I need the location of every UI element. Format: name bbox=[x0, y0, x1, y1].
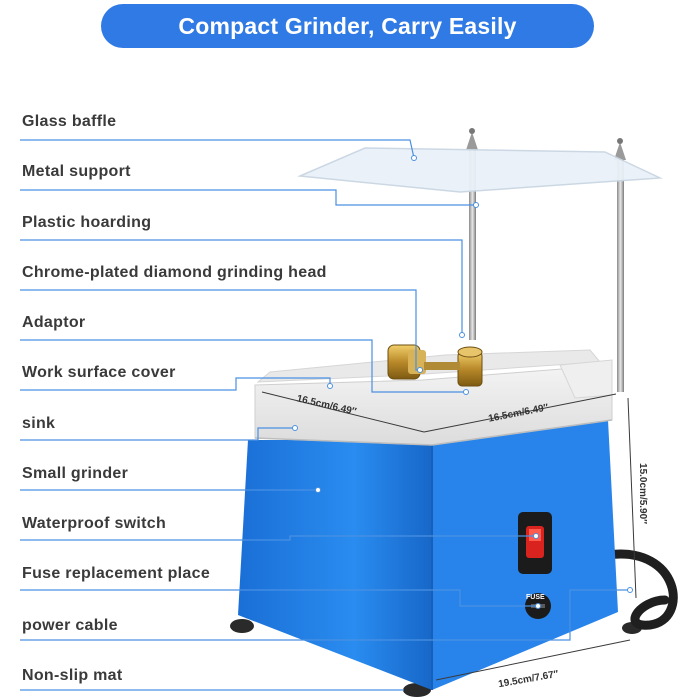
metal-support-rod-right bbox=[617, 160, 624, 392]
label-waterproof-switch: Waterproof switch bbox=[22, 515, 167, 532]
rod-cap-left bbox=[466, 132, 478, 150]
leader-lines bbox=[20, 139, 630, 691]
switch-marking: FUSE bbox=[526, 594, 545, 601]
label-glass-baffle: Glass baffle bbox=[22, 113, 117, 130]
label-small-grinder: Small grinder bbox=[22, 465, 129, 482]
label-plastic-hoarding: Plastic hoarding bbox=[22, 214, 152, 231]
label-work-surface-cover: Work surface cover bbox=[22, 364, 176, 381]
metal-support-rod-left bbox=[469, 150, 476, 340]
dimension-lines bbox=[261, 391, 637, 681]
label-grinding-head: Chrome-plated diamond grinding head bbox=[22, 264, 327, 281]
glass-baffle bbox=[297, 147, 663, 193]
label-non-slip-mat: Non-slip mat bbox=[22, 667, 123, 684]
title-banner: Compact Grinder, Carry Easily bbox=[101, 4, 594, 48]
label-power-cable: power cable bbox=[22, 617, 118, 634]
dimension-height: 15.0cm/5.90′′ bbox=[636, 463, 648, 524]
label-adaptor: Adaptor bbox=[22, 314, 86, 331]
power-cable bbox=[603, 549, 678, 630]
grinder-body bbox=[238, 440, 432, 690]
page-title: Compact Grinder, Carry Easily bbox=[178, 12, 517, 39]
label-sink: sink bbox=[22, 415, 56, 432]
label-fuse-replacement: Fuse replacement place bbox=[22, 565, 211, 582]
foot-left bbox=[230, 619, 254, 633]
rod-cap-right bbox=[614, 142, 626, 160]
leader-dots bbox=[292, 155, 633, 609]
label-metal-support: Metal support bbox=[22, 163, 131, 180]
